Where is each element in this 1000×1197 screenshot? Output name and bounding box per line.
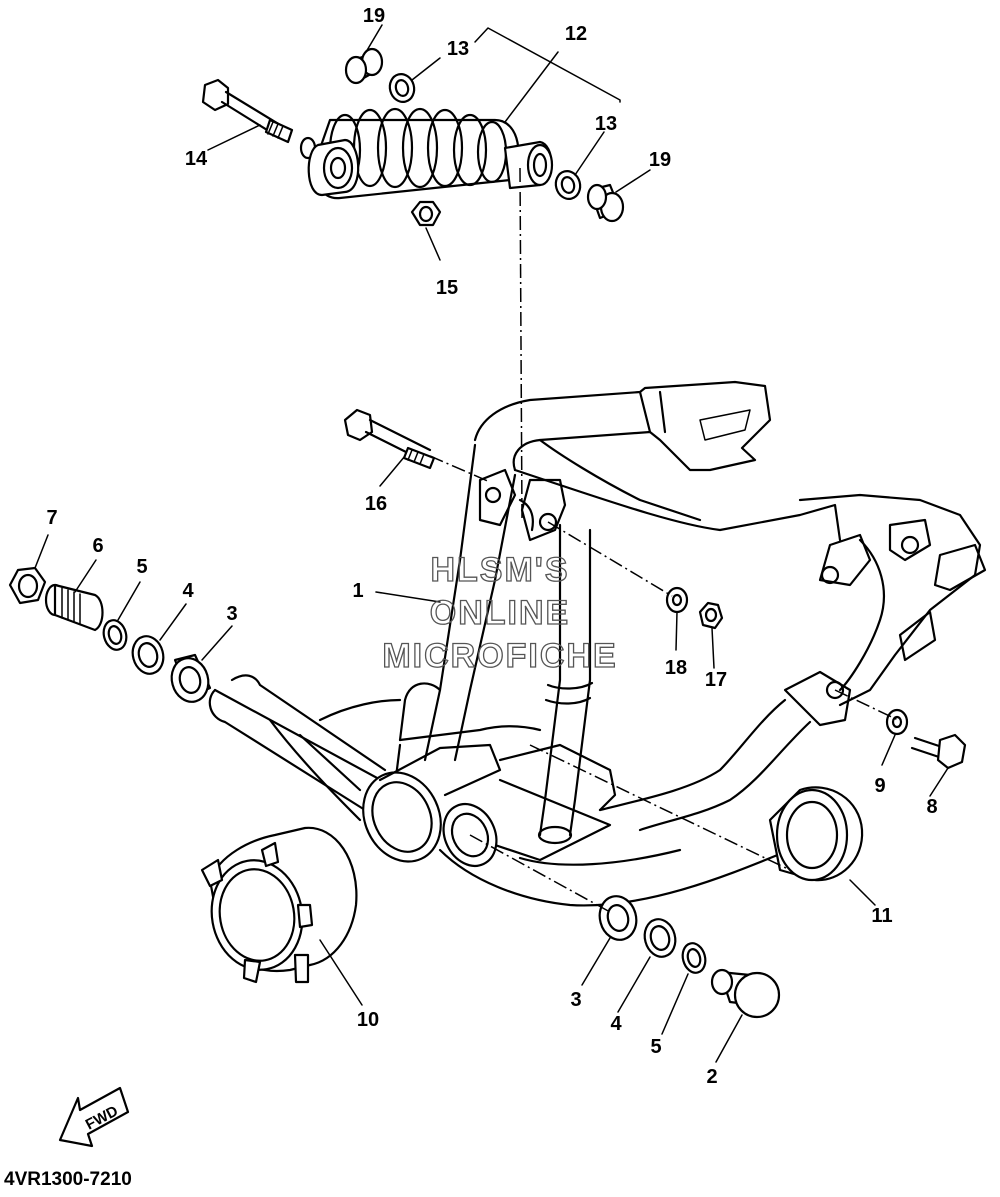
callout-5-right: 5 [650, 1036, 661, 1058]
oil-seal-4b [643, 918, 677, 958]
bearing-3a [170, 653, 212, 703]
callout-16: 16 [365, 493, 387, 515]
shock-absorber [299, 107, 554, 200]
callout-1: 1 [352, 580, 363, 602]
callout-11: 11 [871, 905, 892, 927]
callout-9: 9 [874, 775, 885, 797]
bolt-8 [910, 733, 967, 770]
callout-10: 10 [357, 1009, 379, 1031]
upper-collar-19a [344, 47, 384, 85]
callout-4-right: 4 [610, 1013, 622, 1035]
watermark-line-3: MICROFICHE [382, 637, 617, 675]
pivot-shaft-6 [44, 583, 104, 632]
forward-arrow: FWD [58, 1086, 130, 1148]
watermark-line-1: HLSM'S [430, 551, 569, 589]
callout-5-left: 5 [136, 556, 147, 578]
callout-18: 18 [665, 657, 687, 679]
callout-15: 15 [436, 277, 458, 299]
washer-5a [102, 619, 128, 651]
callout-6: 6 [92, 535, 103, 557]
alignment-lines [429, 167, 899, 913]
callout-7: 7 [46, 507, 57, 529]
upper-washer-13b [554, 170, 582, 200]
leader-lines [34, 24, 949, 1063]
callout-19-right: 19 [649, 149, 671, 171]
shock-upper-bolt [201, 78, 294, 144]
callout-19-top: 19 [363, 5, 385, 27]
callout-8: 8 [926, 796, 937, 818]
shock-nut [410, 200, 442, 227]
dust-cover-10 [200, 826, 358, 984]
watermark: HLSM'S ONLINE MICROFICHE [382, 550, 617, 675]
nut-7 [8, 566, 47, 605]
callout-3-right: 3 [570, 989, 581, 1011]
lower-shock-bolt [343, 408, 436, 470]
callout-12: 12 [565, 23, 587, 45]
upper-washer-13a [388, 73, 416, 103]
washer-9 [885, 708, 909, 736]
pivot-boss-left [362, 743, 502, 863]
watermark-line-2: ONLINE [430, 594, 570, 632]
callout-2: 2 [706, 1066, 717, 1088]
pivot-nut-17 [698, 601, 724, 630]
callout-13-top-right: 13 [595, 113, 617, 135]
washer-18 [665, 586, 689, 614]
callout-3-left: 3 [226, 603, 237, 625]
callout-13-top-left: 13 [447, 38, 469, 60]
diagram-code: 4VR1300-7210 [4, 1169, 132, 1190]
oil-seal-4a [131, 635, 165, 675]
callout-14: 14 [185, 148, 208, 170]
bearing-3b [598, 895, 638, 941]
pivot-bushing-11 [768, 786, 864, 882]
upper-collar-19b [586, 183, 625, 223]
pivot-shaft-2 [710, 968, 781, 1019]
callout-17: 17 [705, 669, 727, 691]
callout-labels: 19 13 12 13 19 14 15 16 7 6 5 4 3 1 18 1… [46, 5, 937, 1088]
callout-4-left: 4 [182, 580, 194, 602]
washer-5b [681, 942, 707, 974]
